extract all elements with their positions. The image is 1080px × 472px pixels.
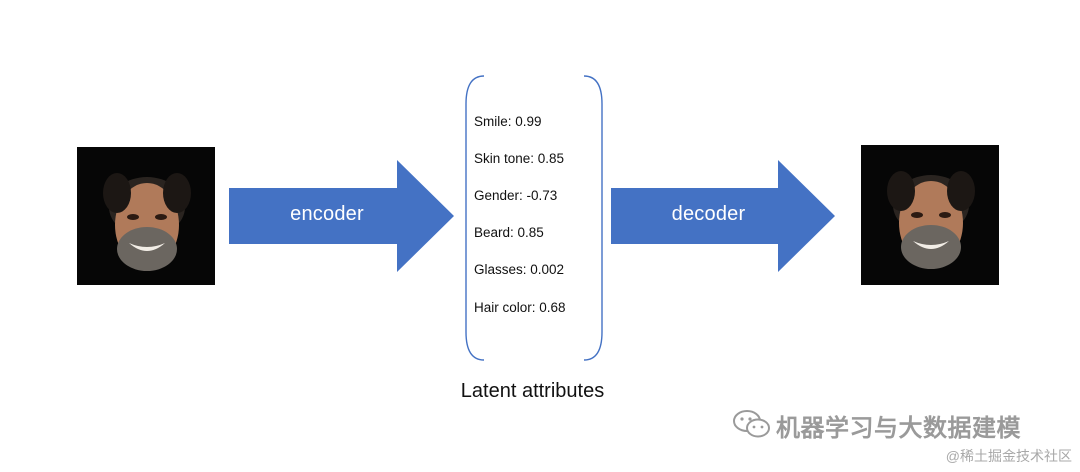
watermark-source: @稀土掘金技术社区 [945, 448, 1072, 464]
latent-attributes-caption: Latent attributes [460, 380, 605, 402]
latent-bracket [462, 74, 606, 362]
attribute-gender: Gender: -0.73 [474, 188, 558, 203]
attribute-skin-tone: Skin tone: 0.85 [474, 151, 565, 166]
decoder-arrow: decoder [611, 160, 835, 272]
attribute-smile: Smile: 0.99 [474, 114, 542, 129]
attribute-hair-color: Hair color: 0.68 [474, 300, 566, 315]
watermark-title: 机器学习与大数据建模 [776, 415, 1021, 442]
input-face-image [77, 147, 215, 285]
wechat-icon [732, 408, 772, 440]
output-face-image [861, 145, 999, 285]
encoder-arrow: encoder [229, 160, 454, 272]
decoder-label: decoder [671, 203, 746, 225]
attribute-glasses: Glasses: 0.002 [474, 262, 565, 277]
attribute-beard: Beard: 0.85 [474, 225, 544, 240]
encoder-label: encoder [290, 203, 364, 225]
